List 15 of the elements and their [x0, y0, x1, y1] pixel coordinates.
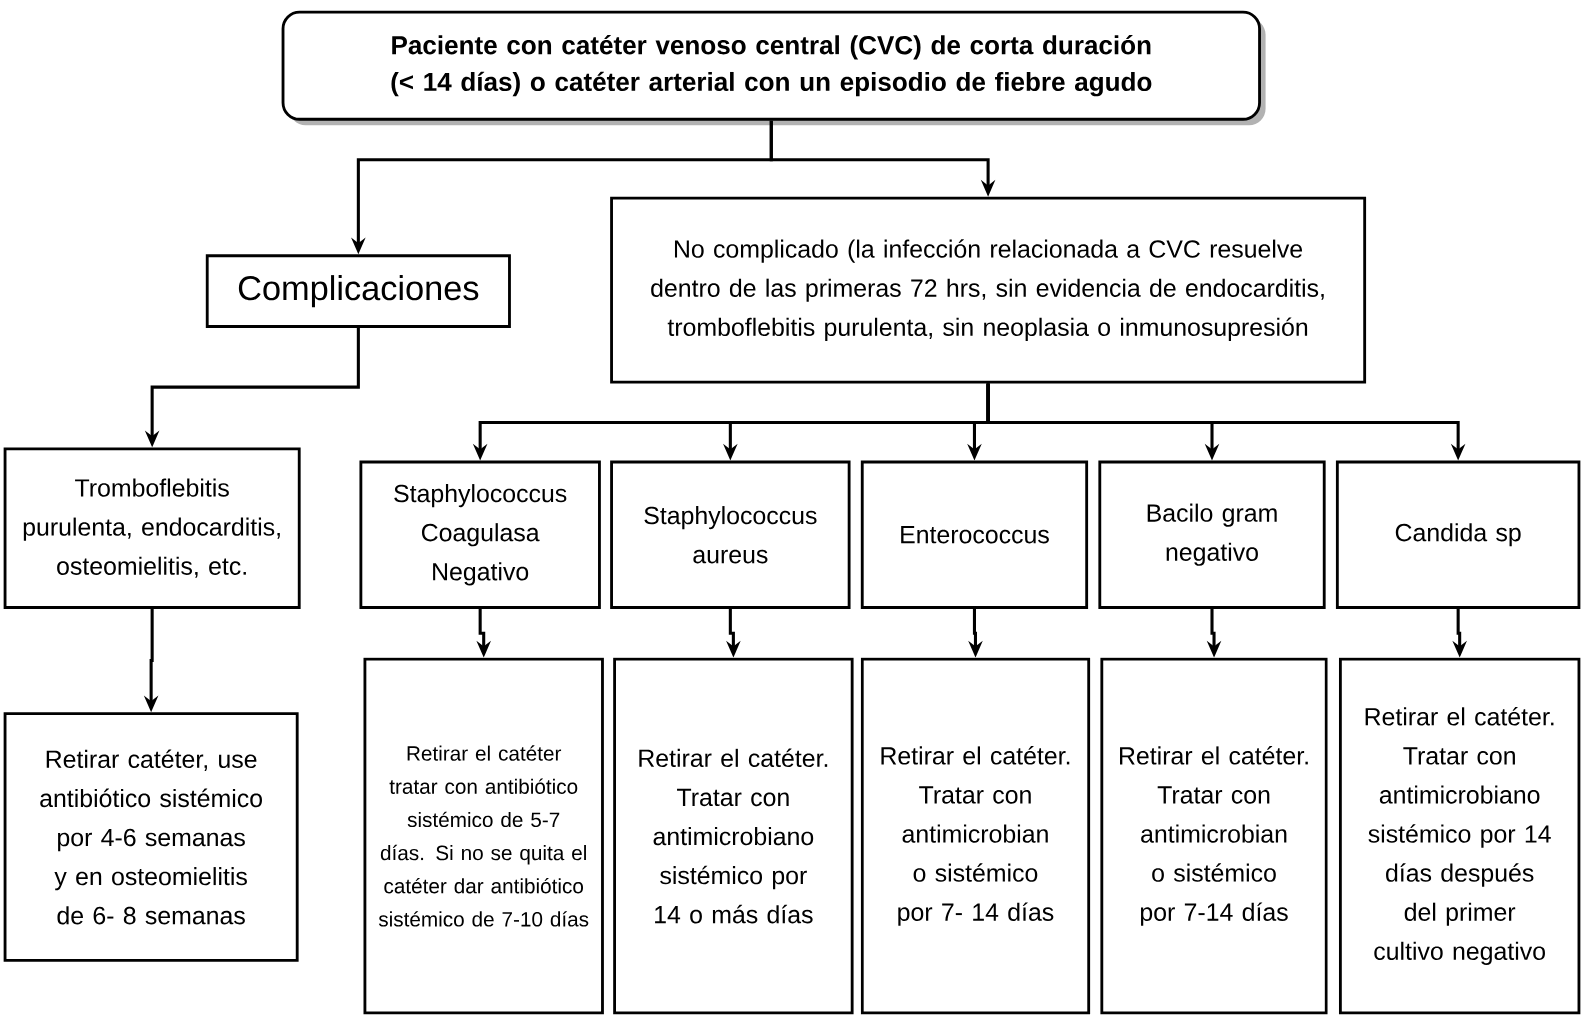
- process-box: Staphylococcus Coagulasa Negativo: [359, 460, 601, 609]
- process-box: Retirar el catéter. Tratar con antimicrobiano sistémico por 14 días después del primer cultivo negativo: [1338, 657, 1581, 1015]
- process-box: Staphylococcus aureus: [610, 460, 851, 609]
- process-box: Tromboflebitis purulenta, endocarditis, osteomielitis, etc.: [3, 447, 301, 609]
- process-box: Candida sp: [1335, 460, 1581, 609]
- process-box: Retirar el catéter. Tratar con antimicrobiano sistémico por 14 o más días: [613, 657, 854, 1015]
- process-box: No complicado (la infección relacionada a CVC resuelve dentro de las primeras 72 hrs, sin evidencia de endocarditis, tromboflebitis purulenta, sin neoplasia o inmunosupresión: [610, 196, 1367, 384]
- process-box: Retirar el catéter. Tratar con antimicrobian o sistémico por 7-14 días: [1100, 657, 1328, 1015]
- process-box: Enterococcus: [860, 460, 1089, 609]
- start-box: Paciente con catéter venoso central (CVC) de corta duración (< 14 días) o catéter arterial con un episodio de fiebre agudo: [281, 10, 1266, 126]
- process-box: Retirar el catéter. Tratar con antimicrobian o sistémico por 7- 14 días: [860, 657, 1091, 1015]
- process-box: Complicaciones: [205, 254, 511, 328]
- process-box: Retirar catéter, use antibiótico sistémico por 4-6 semanas y en osteomielitis de 6- 8 semanas: [3, 712, 299, 962]
- process-box: Bacilo gram negativo: [1098, 460, 1326, 609]
- process-box: Retirar el catéter tratar con antibiótico sistémico de 5-7 días. Si no se quita el catéter dar antibiótico sistémico de 7-10 días: [363, 657, 604, 1015]
